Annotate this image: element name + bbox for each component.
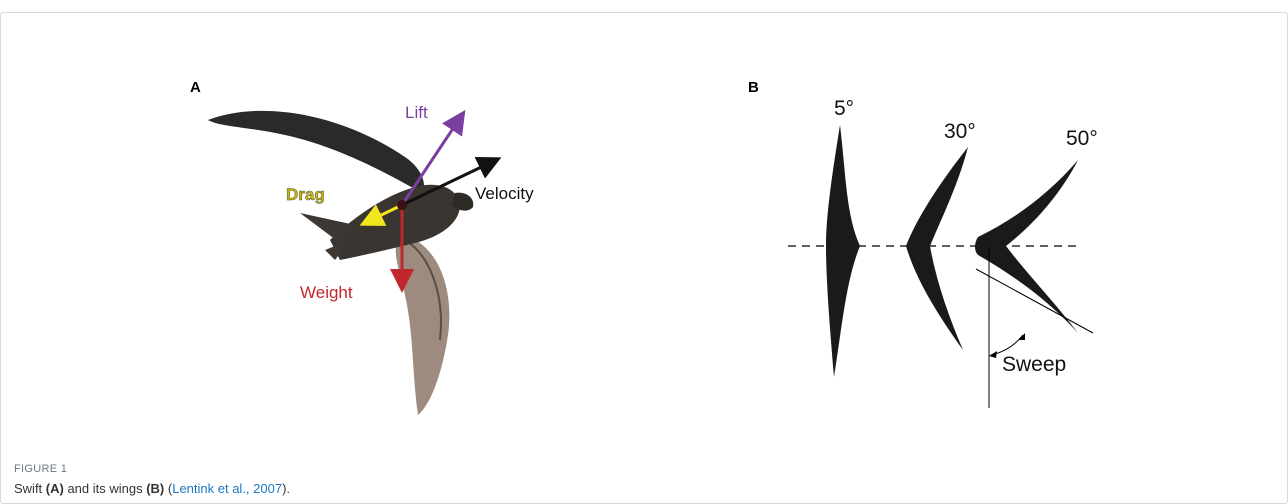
caption-part4: ). [282,481,290,496]
panel-a-letter: A [190,79,201,96]
panel-a: Lift Velocity Drag Weight A [190,65,590,425]
wing-sweep-diagram: 5° 30° 50° Sweep [748,65,1118,425]
swift-body [330,185,460,260]
caption-ref-b: (B) [146,481,164,496]
velocity-label: Velocity [475,184,534,203]
citation-link[interactable]: Lentink et al., 2007 [172,481,282,496]
upper-wing [208,111,424,193]
weight-label: Weight [300,283,353,302]
caption-ref-a: (A) [46,481,64,496]
wing-30-degree [906,147,968,350]
caption-part2: and its wings [64,481,146,496]
wing-5-degree [826,125,860,377]
angle-label-50: 50° [1066,127,1098,150]
drag-label: Drag [286,185,325,204]
angle-label-30: 30° [944,120,976,143]
lift-label: Lift [405,103,428,122]
figure-caption: Swift (A) and its wings (B) (Lentink et … [14,481,290,496]
caption-part1: Swift [14,481,46,496]
sweep-label: Sweep [1002,353,1066,376]
panel-b: 5° 30° 50° Sweep B [748,65,1118,425]
figure-label: FIGURE 1 [14,463,67,475]
panel-b-letter: B [748,79,759,96]
center-of-mass [397,200,407,210]
angle-label-5: 5° [834,97,854,120]
sweep-wing-line [976,269,1093,333]
swift-illustration: Lift Velocity Drag Weight [190,65,590,425]
